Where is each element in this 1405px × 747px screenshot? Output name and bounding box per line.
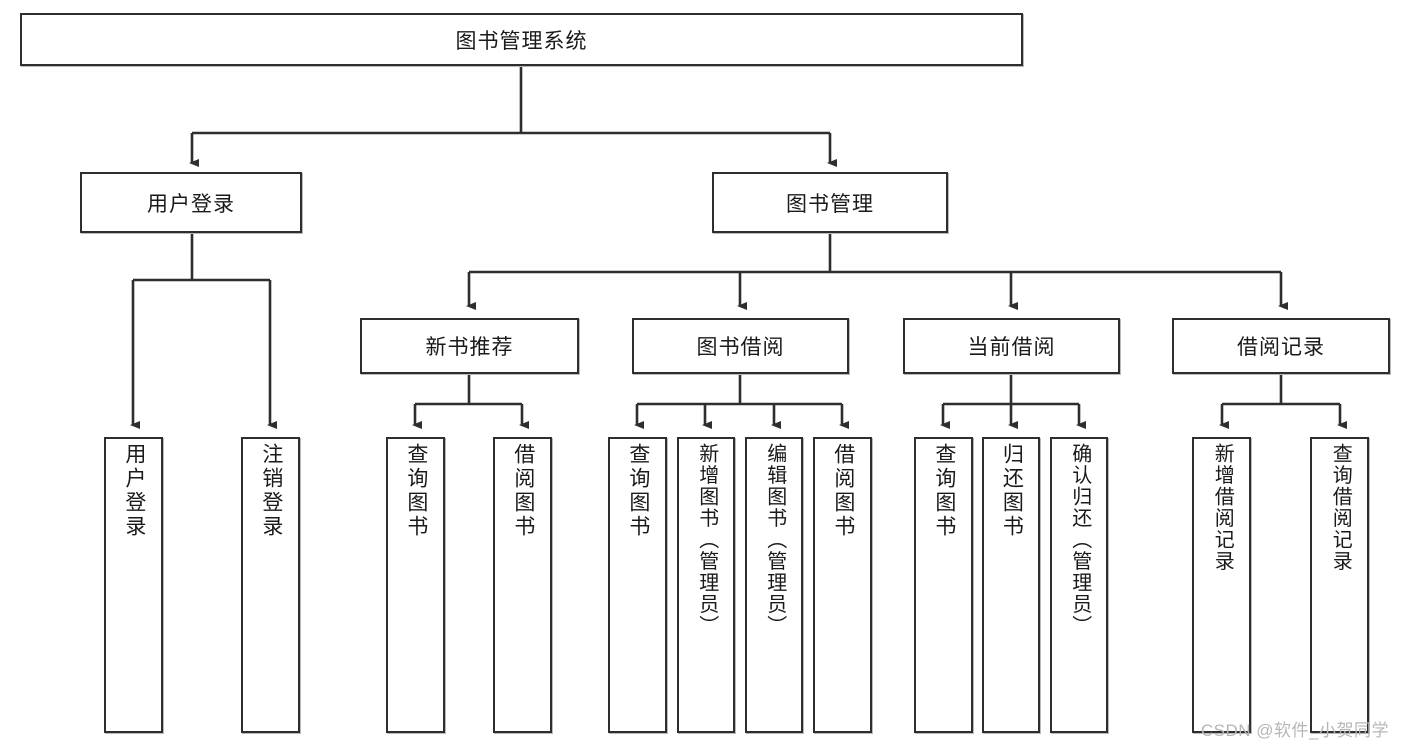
leaf-borrow-book[interactable]: 借阅图书 bbox=[813, 437, 872, 733]
node-label: 用户登录 bbox=[147, 192, 235, 216]
leaf-confirm-return-admin[interactable]: 确认归还（管理员） bbox=[1050, 437, 1108, 733]
leaf-query-book-recommend[interactable]: 查询图书 bbox=[386, 437, 445, 733]
node-label: 借阅图书 bbox=[831, 443, 855, 539]
leaf-add-book-admin[interactable]: 新增图书（管理员） bbox=[677, 437, 735, 733]
node-label: 当前借阅 bbox=[967, 336, 1056, 359]
node-label: 查询借阅记录 bbox=[1329, 443, 1352, 572]
leaf-borrow-book-recommend[interactable]: 借阅图书 bbox=[493, 437, 552, 733]
node-label: 查询图书 bbox=[932, 443, 956, 539]
node-label: 新增借阅记录 bbox=[1211, 443, 1234, 572]
node-borrow-records[interactable]: 借阅记录 bbox=[1172, 318, 1390, 374]
node-label: 用户登录 bbox=[122, 443, 146, 539]
node-label: 确认归还（管理员） bbox=[1068, 443, 1091, 637]
node-root[interactable]: 图书管理系统 bbox=[20, 13, 1023, 66]
node-label: 借阅记录 bbox=[1237, 336, 1325, 359]
node-label: 归还图书 bbox=[1000, 443, 1024, 539]
node-label: 查询图书 bbox=[404, 443, 428, 539]
node-new-book-recommend[interactable]: 新书推荐 bbox=[360, 318, 579, 374]
leaf-return-book[interactable]: 归还图书 bbox=[982, 437, 1040, 733]
leaf-query-book-current[interactable]: 查询图书 bbox=[914, 437, 973, 733]
leaf-add-borrow-record[interactable]: 新增借阅记录 bbox=[1192, 437, 1251, 733]
node-current-borrow[interactable]: 当前借阅 bbox=[903, 318, 1120, 374]
leaf-edit-book-admin[interactable]: 编辑图书（管理员） bbox=[745, 437, 803, 733]
node-book-management[interactable]: 图书管理 bbox=[712, 172, 948, 233]
node-label: 新书推荐 bbox=[425, 336, 514, 359]
node-label: 注销登录 bbox=[259, 443, 283, 539]
leaf-query-borrow-record[interactable]: 查询借阅记录 bbox=[1310, 437, 1369, 733]
node-label: 图书管理系统 bbox=[455, 29, 588, 53]
node-label: 编辑图书（管理员） bbox=[763, 443, 786, 637]
leaf-logout[interactable]: 注销登录 bbox=[241, 437, 300, 733]
node-label: 查询图书 bbox=[626, 443, 650, 539]
leaf-query-book-borrow[interactable]: 查询图书 bbox=[608, 437, 667, 733]
node-label: 图书借阅 bbox=[696, 336, 785, 359]
node-label: 图书管理 bbox=[786, 192, 874, 216]
node-book-borrow[interactable]: 图书借阅 bbox=[632, 318, 849, 374]
leaf-user-login[interactable]: 用户登录 bbox=[104, 437, 163, 733]
node-user-login[interactable]: 用户登录 bbox=[80, 172, 302, 233]
watermark: CSDN @软件_小贺同学 bbox=[1200, 721, 1389, 740]
node-label: 借阅图书 bbox=[511, 443, 535, 539]
node-label: 新增图书（管理员） bbox=[695, 443, 718, 637]
